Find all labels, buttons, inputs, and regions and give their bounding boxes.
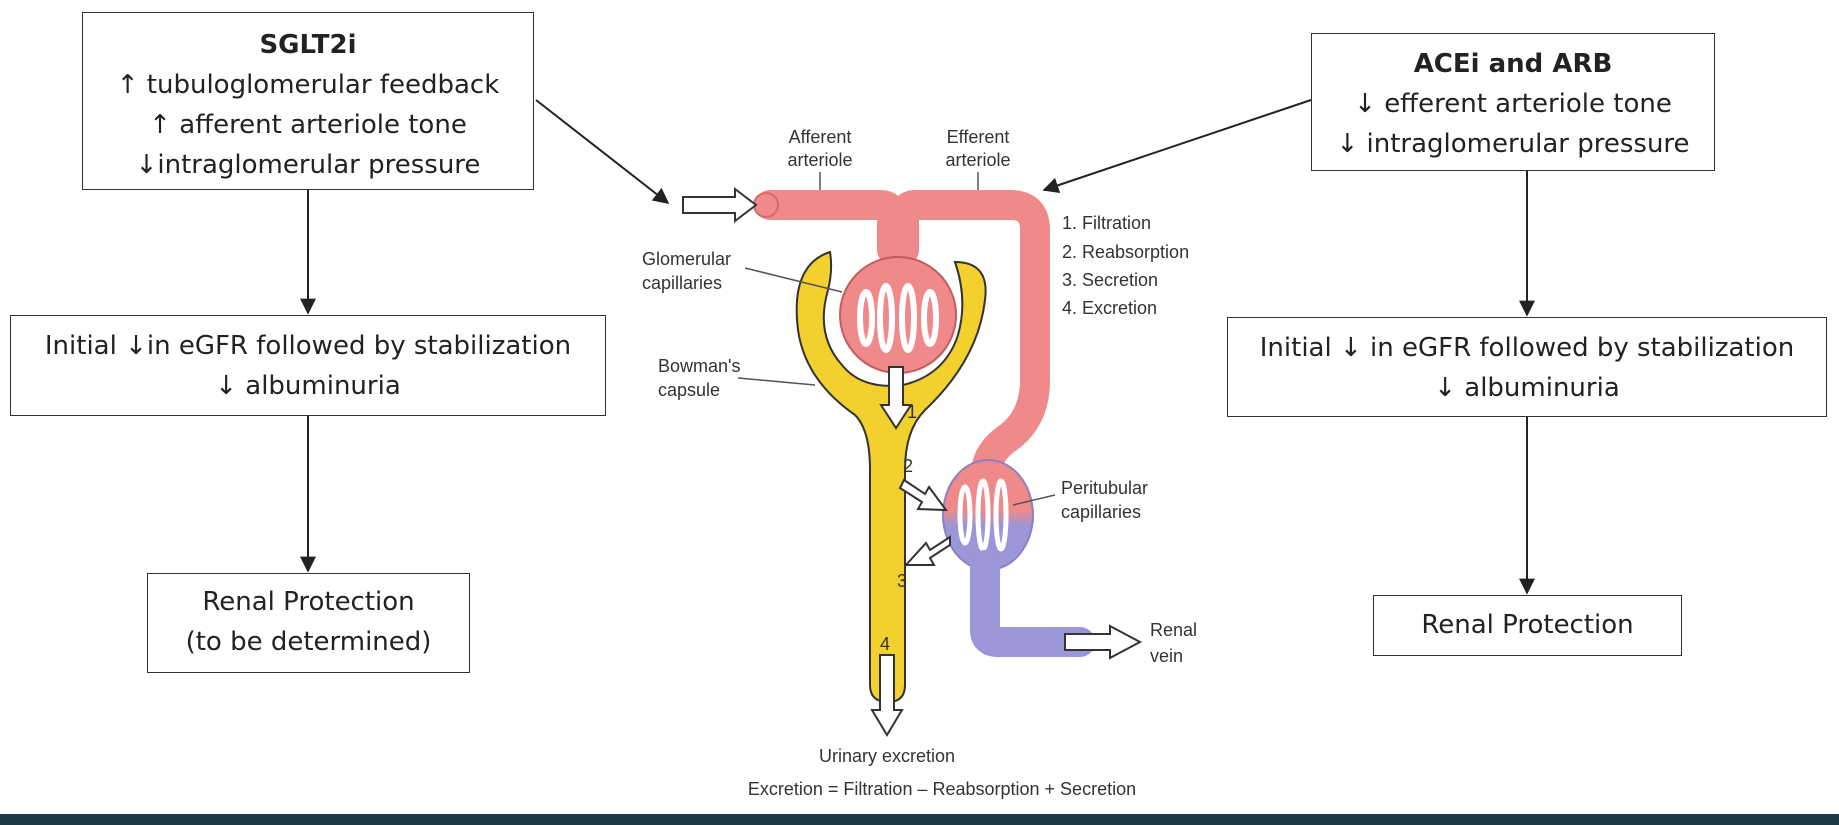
peritubular-label-2: capillaries [1061, 502, 1141, 522]
step-number-1: 1 [907, 402, 917, 422]
glomerulus [840, 257, 956, 373]
bowman-label-1: Bowman's [658, 356, 740, 376]
afferent-arteriole [770, 205, 892, 250]
step-number-4: 4 [880, 634, 890, 654]
urinary-excretion-label: Urinary excretion [819, 746, 955, 766]
process-list: 1. Filtration 2. Reabsorption 3. Secreti… [1062, 213, 1189, 318]
sglt2i-to-afferent-arrow [536, 100, 668, 203]
secretion-arrow [906, 537, 950, 565]
glomerular-label-1: Glomerular [642, 249, 731, 269]
afferent-label-2: arteriole [787, 150, 852, 170]
process-item-reabsorption: 2. Reabsorption [1062, 242, 1189, 262]
glomerular-label-2: capillaries [642, 273, 722, 293]
step-number-2: 2 [903, 456, 913, 476]
process-item-excretion: 4. Excretion [1062, 298, 1157, 318]
process-item-filtration: 1. Filtration [1062, 213, 1151, 233]
peritubular-label-1: Peritubular [1061, 478, 1148, 498]
efferent-label-2: arteriole [945, 150, 1010, 170]
bowman-label-2: capsule [658, 380, 720, 400]
renal-vein-label-2: vein [1150, 646, 1183, 666]
reabsorption-arrow [900, 480, 946, 510]
renal-vein-label-1: Renal [1150, 620, 1197, 640]
efferent-label-1: Efferent [947, 127, 1010, 147]
afferent-label-1: Afferent [789, 127, 852, 147]
afferent-inflow-arrow [683, 189, 756, 221]
process-item-secretion: 3. Secretion [1062, 270, 1158, 290]
peritubular-capillaries [943, 460, 1080, 642]
bottom-bar [0, 814, 1839, 825]
excretion-equation: Excretion = Filtration – Reabsorption + … [748, 779, 1136, 799]
acei-to-efferent-arrow [1044, 100, 1311, 190]
step-number-3: 3 [897, 571, 907, 591]
renal-vein-vessel [985, 565, 1080, 642]
